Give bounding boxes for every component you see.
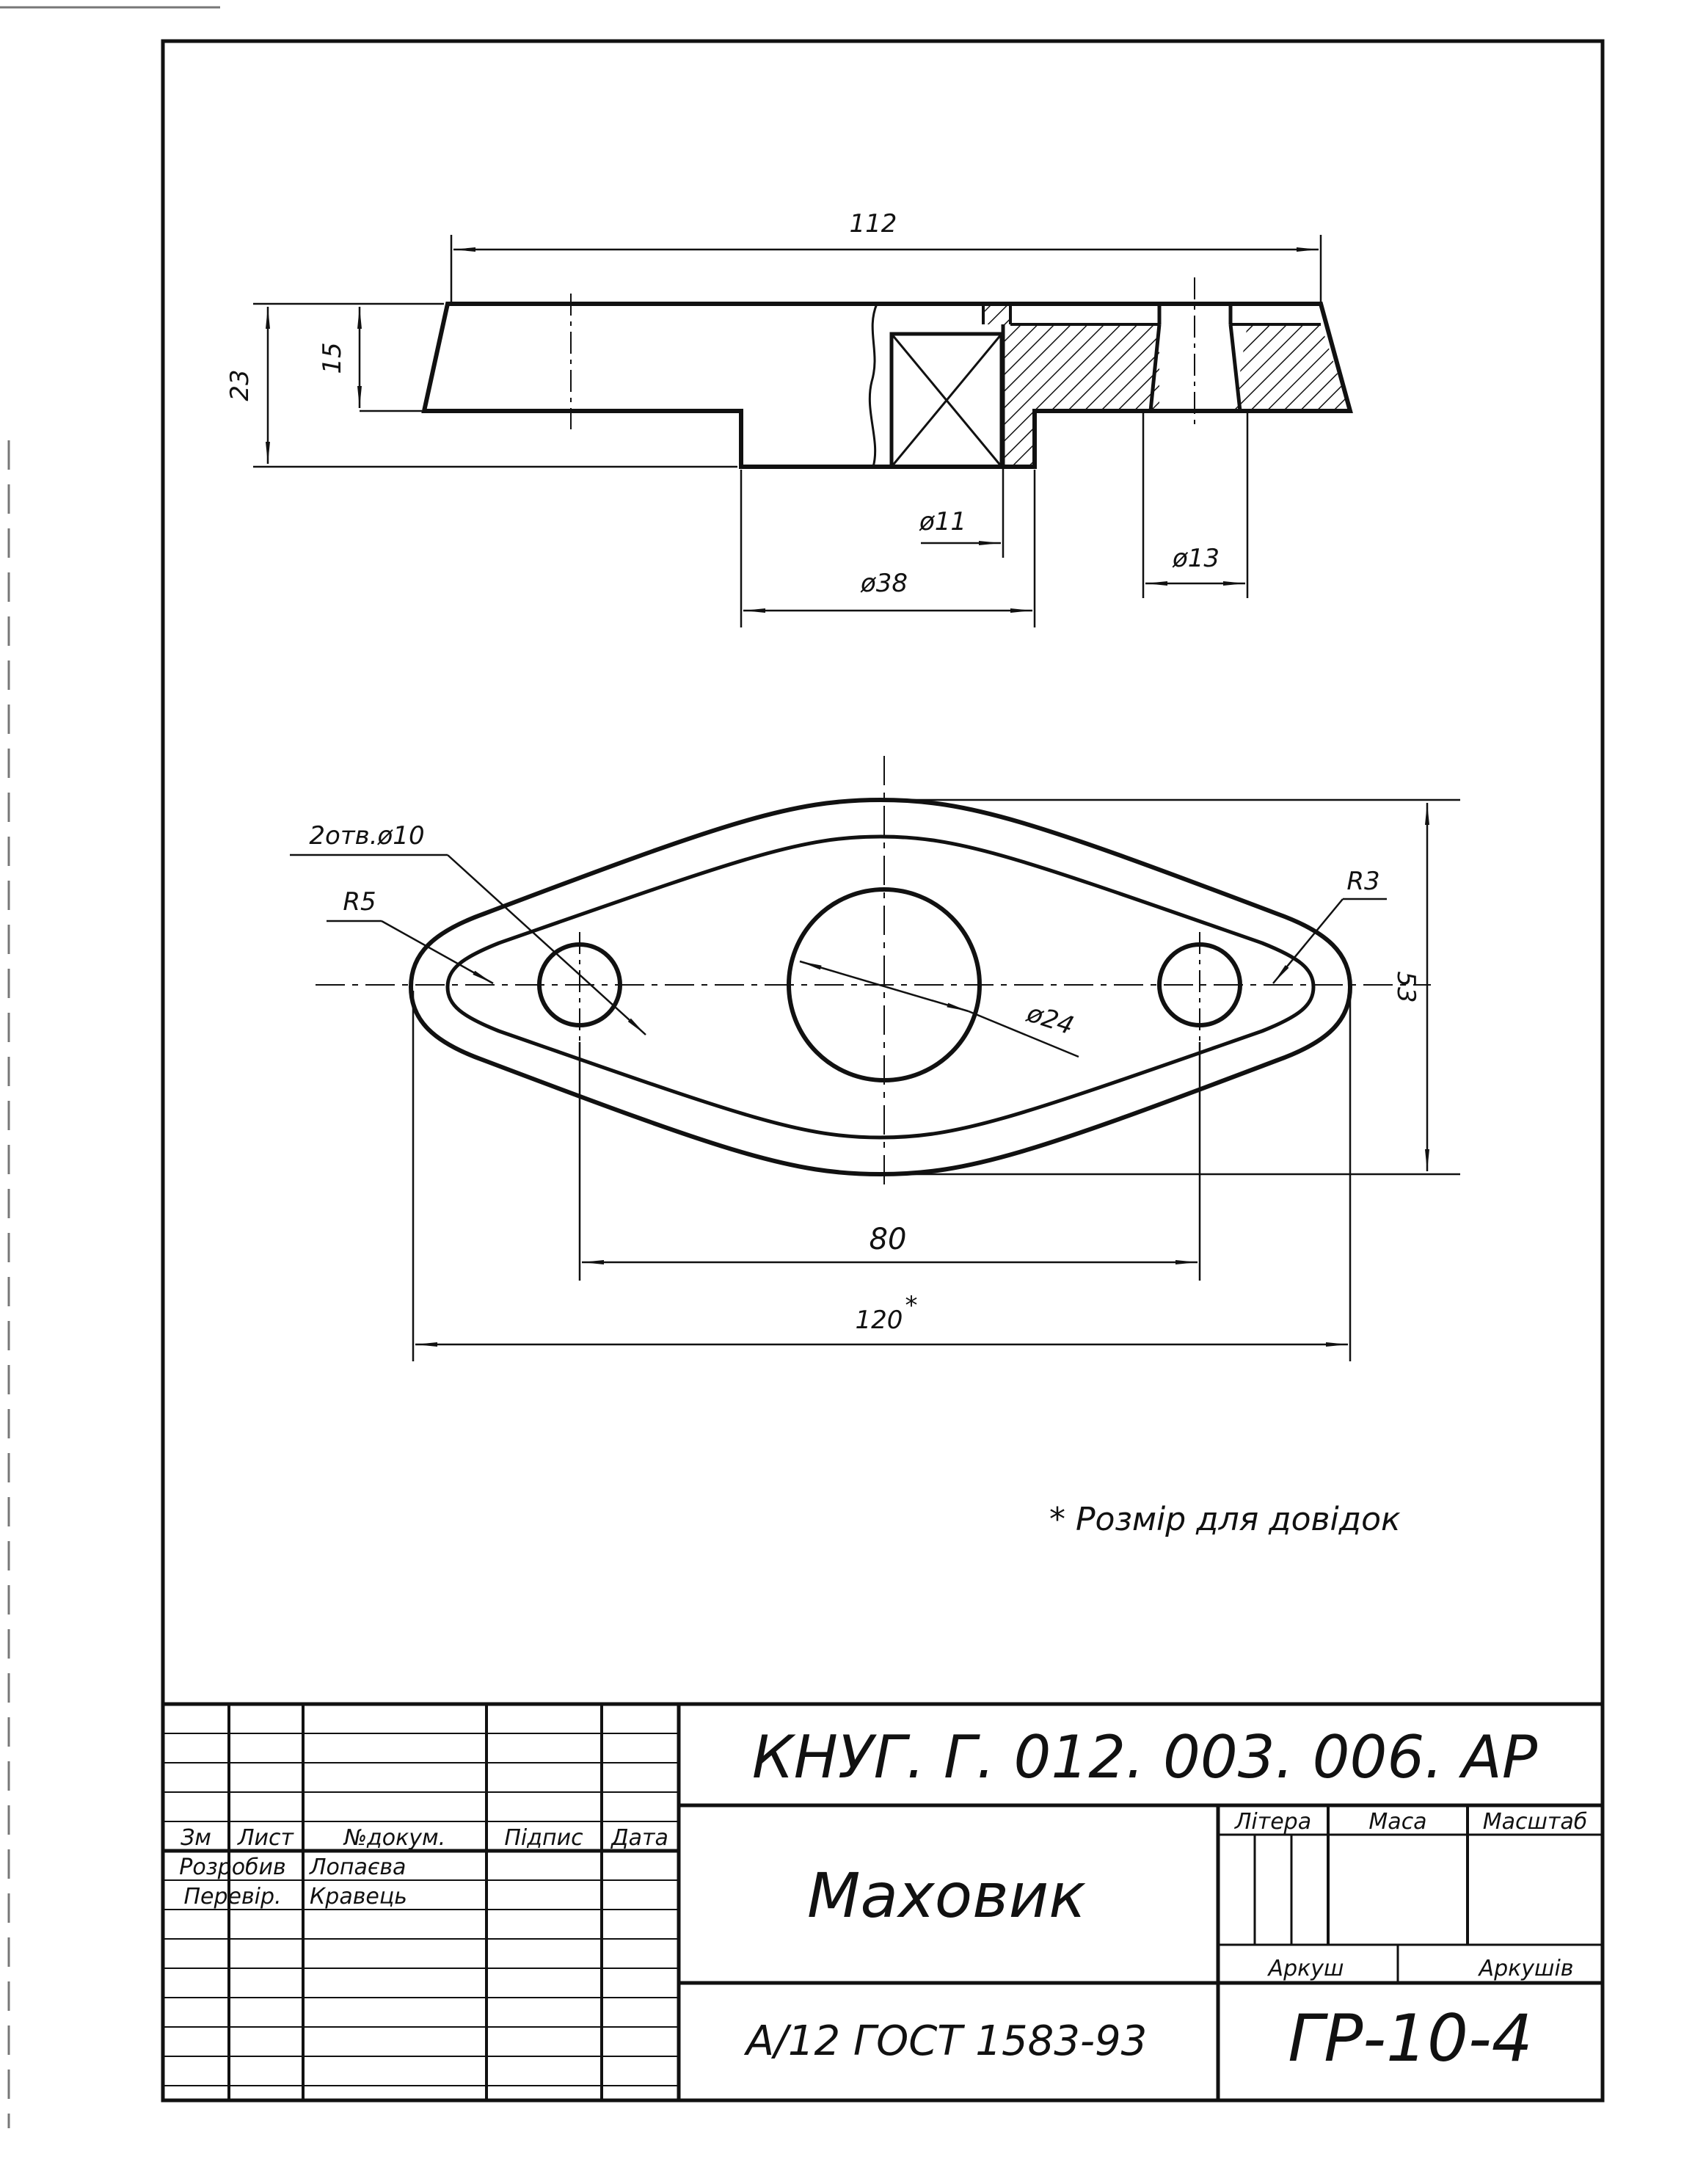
dim-120-star: * (905, 1291, 918, 1320)
header-doc-no: №докум. (343, 1825, 445, 1851)
header-sheets: Аркушів (1478, 1956, 1574, 1981)
dim-80: 80 (870, 1223, 907, 1256)
left-margin-marks (0, 6, 220, 2128)
inner-contour (445, 834, 1316, 1140)
title-block (161, 1702, 1605, 2103)
dim-r3: R3 (1346, 867, 1379, 896)
checked-name: Кравець (310, 1884, 407, 1910)
developed-name: Лопаєва (309, 1854, 406, 1880)
part-name: Маховик (807, 1860, 1086, 1932)
dim-120: 120 (856, 1306, 903, 1335)
sheet-id: ГР-10-4 (1288, 2001, 1533, 2076)
dim-dia-38: ø38 (860, 569, 908, 598)
reference-note: * Розмір для довідок (1049, 1501, 1401, 1538)
header-arkush: Лист (237, 1825, 295, 1851)
header-masa: Маса (1368, 1809, 1426, 1835)
dim-r5: R5 (343, 887, 376, 917)
hatch-hub (983, 304, 1159, 467)
header-signature: Підпис (504, 1825, 583, 1851)
front-view-dimensions (253, 235, 1322, 627)
hatch-rim (1234, 324, 1350, 411)
outer-contour (408, 797, 1353, 1177)
developed-label: Розробив (179, 1854, 285, 1880)
title-block-texts: КНУГ. Г. 012. 003. 006. АР Маховик А/12 … (179, 1723, 1587, 2076)
header-masshtab: Масштаб (1483, 1809, 1588, 1835)
top-view (316, 756, 1431, 1189)
dim-53: 53 (1391, 971, 1421, 1002)
dim-dia-13: ø13 (1172, 544, 1220, 573)
dim-dia-24: ø24 (1023, 998, 1077, 1041)
dim-15: 15 (318, 342, 347, 374)
checked-label: Перевір. (183, 1884, 281, 1910)
dim-dia-11: ø11 (919, 507, 966, 536)
dim-23: 23 (225, 369, 255, 401)
front-view (421, 277, 1353, 469)
dim-holes: 2отв.ø10 (309, 821, 424, 851)
break-line (868, 303, 878, 467)
header-zm: Зм (181, 1825, 211, 1851)
header-date: Дата (610, 1825, 668, 1851)
document-code: КНУГ. Г. 012. 003. 006. АР (752, 1723, 1538, 1791)
front-view-dimension-texts: 112 23 15 ø11 ø38 ø13 (225, 209, 1220, 598)
body-outline (421, 302, 1353, 469)
material: А/12 ГОСТ 1583-93 (744, 2017, 1148, 2065)
dim-112: 112 (850, 209, 897, 239)
header-litera: Літера (1234, 1809, 1311, 1835)
side-hole (1148, 304, 1242, 412)
top-view-dimensions (290, 798, 1460, 1361)
header-sheet: Аркуш (1267, 1956, 1344, 1981)
top-view-dimension-texts: 2отв.ø10 R5 R3 ø24 53 80 120 * (309, 821, 1421, 1335)
